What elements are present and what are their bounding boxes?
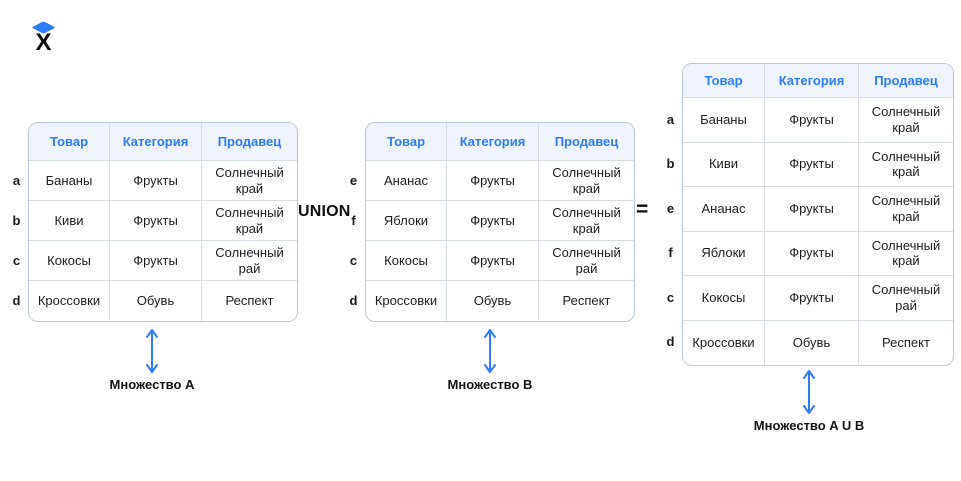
double-arrow-icon (484, 329, 496, 373)
set-aub-caption-block: Множество A U B (729, 369, 889, 433)
column-header: Категория (764, 64, 858, 98)
table-cell: Фрукты (764, 187, 858, 232)
table-aub-row-labels: a b e f c d (659, 63, 682, 366)
set-b-caption: Множество B (447, 377, 533, 392)
table-cell: Яблоки (683, 232, 764, 276)
row-label: a (666, 111, 675, 127)
table-cell: Фрукты (764, 276, 858, 321)
row-label: c (349, 252, 358, 268)
row-label: b (666, 156, 675, 172)
row-label: a (12, 172, 21, 188)
column-header: Товар (29, 123, 109, 161)
table-cell: Респект (201, 281, 297, 321)
column-header: Категория (446, 123, 538, 161)
labels-header-spacer (342, 122, 365, 160)
column-header: Категория (109, 123, 201, 161)
table-cell: Фрукты (764, 142, 858, 187)
labels-header-spacer (5, 122, 28, 160)
table-cell: Солнечный край (858, 231, 953, 276)
table-cell: Кроссовки (692, 334, 755, 350)
table-cell: Солнечный край (858, 142, 953, 187)
table-cell: Фрукты (446, 161, 538, 201)
hexlet-logo: X (29, 19, 57, 55)
table-cell: Кроссовки (374, 293, 438, 309)
table-cell: Солнечный рай (201, 241, 297, 281)
table-cell: Киви (29, 201, 109, 241)
set-a-caption: Множество A (109, 377, 195, 392)
column-header: Товар (683, 64, 764, 98)
double-arrow-icon (146, 329, 158, 373)
table-cell: Солнечный край (201, 161, 297, 201)
column-header: Продавец (538, 123, 634, 161)
row-label: d (666, 334, 675, 350)
row-label: e (349, 172, 358, 188)
table-cell: Респект (538, 281, 634, 321)
row-label: d (349, 292, 358, 308)
table-cell: Бананы (29, 161, 109, 201)
table-cell: Обувь (446, 281, 538, 321)
table-cell: Фрукты (109, 161, 201, 201)
table-cell: Ананас (683, 187, 764, 232)
table-cell: Солнечный рай (538, 241, 634, 281)
row-label: f (351, 212, 356, 228)
table-cell: Фрукты (446, 241, 538, 281)
row-label: f (668, 245, 673, 261)
table-cell: Солнечный край (538, 201, 634, 241)
table-cell: Фрукты (764, 231, 858, 276)
labels-header-spacer (659, 63, 682, 97)
row-label: b (12, 212, 21, 228)
table-cell: Бананы (683, 98, 764, 143)
table-cell: Респект (858, 320, 953, 365)
double-arrow-icon (803, 370, 815, 414)
table-b-row-labels: e f c d (342, 122, 365, 322)
table-cell: Солнечный край (538, 161, 634, 201)
table-cell: Солнечный край (201, 201, 297, 241)
equals-operator-label: = (636, 198, 649, 221)
table-cell: Фрукты (109, 201, 201, 241)
logo-letter: X (35, 29, 51, 56)
row-label: e (666, 200, 675, 216)
table-cell: Кроссовки (37, 293, 101, 309)
union-operator-label: UNION (298, 203, 351, 220)
table-cell: Обувь (109, 281, 201, 321)
table-cell: Солнечный край (858, 98, 953, 143)
table-cell: Кокосы (29, 241, 109, 281)
table-cell: Киви (683, 143, 764, 187)
row-label: c (666, 289, 675, 305)
set-aub-caption: Множество A U B (753, 418, 865, 433)
column-header: Товар (366, 123, 446, 161)
table-cell: Фрукты (446, 201, 538, 241)
table-cell: Обувь (764, 320, 858, 365)
column-header: Продавец (201, 123, 297, 161)
table-cell: Яблоки (366, 201, 446, 241)
table-a-row-labels: a b c d (5, 122, 28, 322)
table-cell: Кокосы (683, 276, 764, 321)
table-cell: Ананас (366, 161, 446, 201)
column-header: Продавец (858, 64, 953, 98)
table-cell: Фрукты (109, 241, 201, 281)
set-b-caption-block: Множество B (410, 328, 570, 392)
table-cell: Солнечный край (858, 187, 953, 232)
table-cell: Солнечный рай (858, 276, 953, 321)
row-label: d (12, 292, 21, 308)
row-label: c (12, 252, 21, 268)
table-cell: Кокосы (366, 241, 446, 281)
table-cell: Фрукты (764, 98, 858, 143)
set-a-caption-block: Множество A (72, 328, 232, 392)
